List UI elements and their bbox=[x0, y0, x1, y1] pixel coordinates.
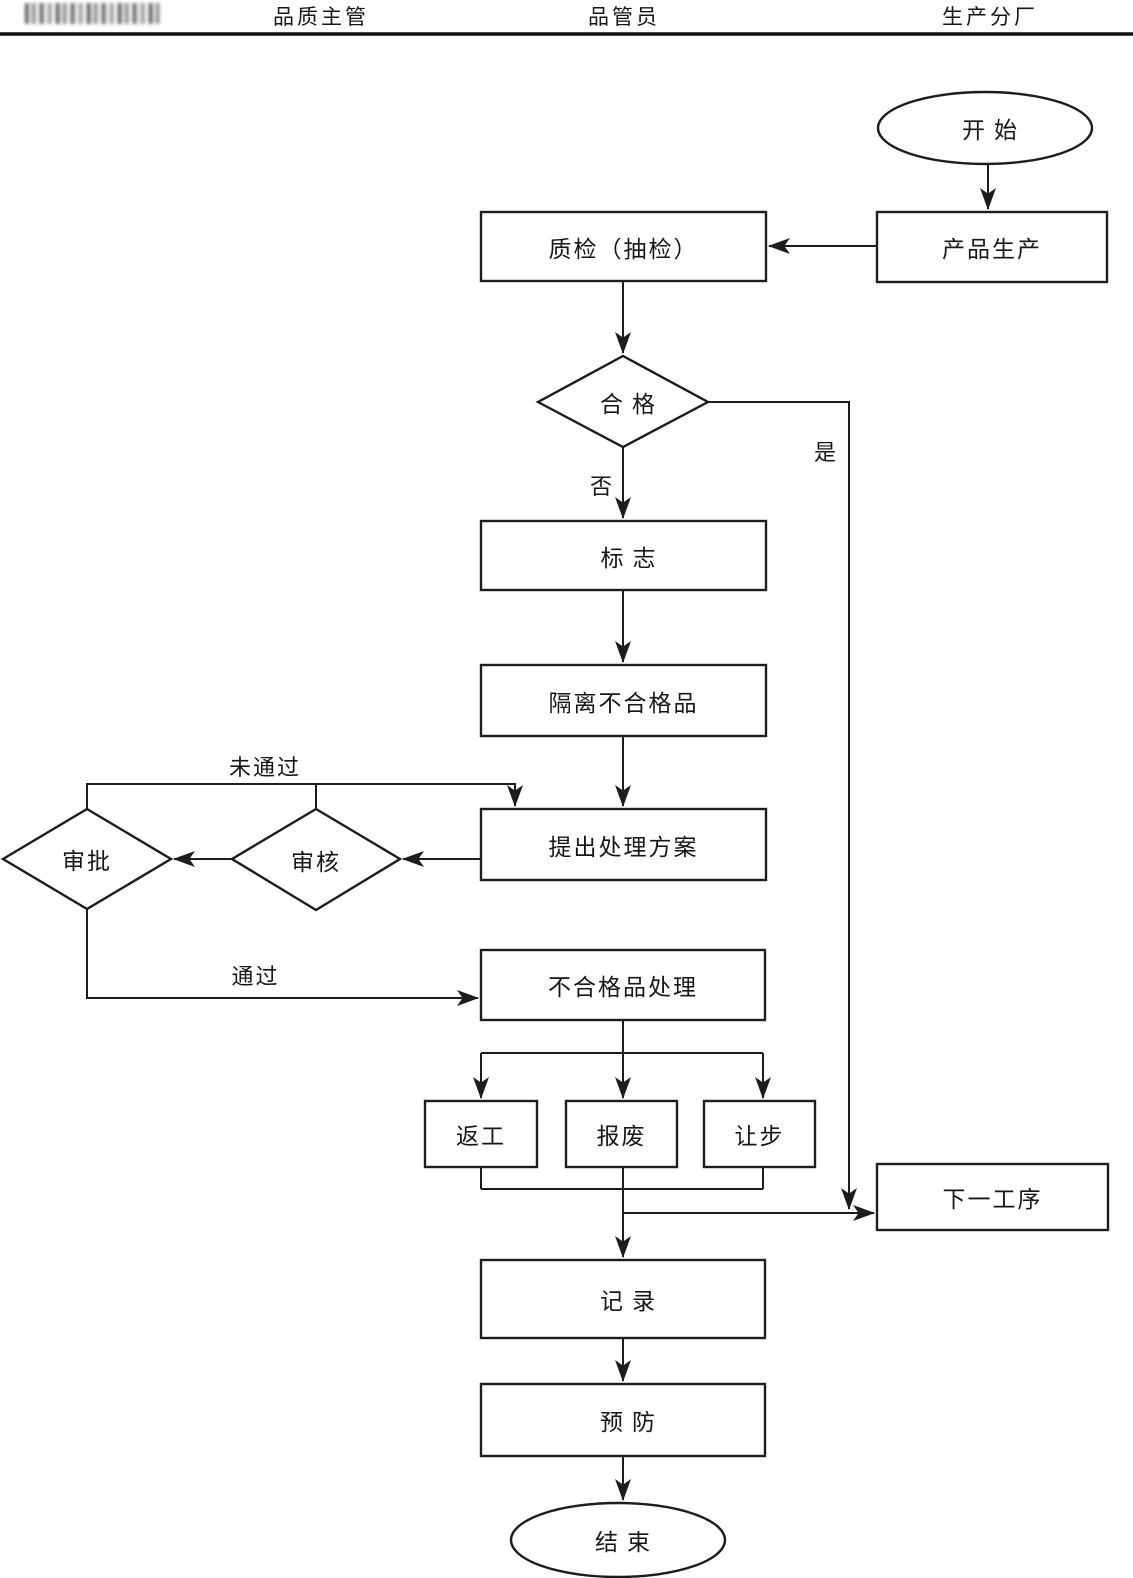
record-box bbox=[479, 1258, 767, 1340]
edge-qualified-yes-to-next-process bbox=[708, 401, 857, 1210]
product-production-label: 产品生产 bbox=[942, 237, 1042, 262]
rework-box bbox=[423, 1099, 539, 1169]
isolate-label: 隔离不合格品 bbox=[548, 690, 699, 716]
start-label: 开始 bbox=[962, 118, 1026, 143]
review-label: 审核 bbox=[291, 849, 341, 875]
column-header-quality-supervisor: 品质主管 bbox=[273, 5, 369, 29]
logo-blurred-mark bbox=[25, 3, 161, 24]
edge-label-no: 否 bbox=[589, 474, 614, 499]
edge-label-not-passed: 未通过 bbox=[228, 755, 301, 780]
handle-nonconforming-box bbox=[479, 948, 767, 1022]
qualified-diamond bbox=[535, 354, 711, 449]
start-ellipse bbox=[876, 90, 1094, 166]
handle-nonconforming-label: 不合格品处理 bbox=[548, 975, 698, 1000]
mark-box bbox=[479, 519, 768, 592]
concession-box bbox=[702, 1099, 817, 1169]
end-ellipse bbox=[509, 1501, 727, 1578]
record-label: 记录 bbox=[600, 1289, 664, 1314]
approve-diamond bbox=[0, 807, 174, 911]
prevention-label: 预防 bbox=[600, 1410, 664, 1435]
concession-label: 让步 bbox=[734, 1124, 785, 1149]
quality-inspection-box bbox=[479, 210, 768, 283]
approve-label: 审批 bbox=[62, 849, 112, 874]
next-process-box bbox=[875, 1162, 1110, 1232]
prevention-box bbox=[479, 1382, 767, 1458]
edge-not-passed-return bbox=[86, 783, 523, 809]
mark-label: 标志 bbox=[600, 545, 665, 571]
qualified-label: 合格 bbox=[600, 391, 664, 417]
scrap-label: 报废 bbox=[596, 1124, 647, 1149]
end-label: 结束 bbox=[595, 1530, 659, 1555]
review-diamond bbox=[229, 807, 403, 912]
quality-inspection-label: 质检（抽检） bbox=[548, 236, 699, 262]
isolate-box bbox=[479, 663, 768, 738]
propose-plan-box bbox=[479, 807, 768, 882]
edge-label-passed: 通过 bbox=[231, 964, 280, 989]
column-header-production-branch: 生产分厂 bbox=[942, 5, 1038, 29]
rework-label: 返工 bbox=[456, 1124, 506, 1149]
edge-label-yes: 是 bbox=[813, 440, 838, 465]
product-production-box bbox=[875, 210, 1109, 284]
scrap-box bbox=[564, 1099, 679, 1169]
next-process-label: 下一工序 bbox=[942, 1187, 1043, 1212]
edge-passed-to-handling bbox=[86, 909, 479, 1006]
column-header-quality-inspector: 品管员 bbox=[588, 5, 660, 29]
propose-plan-label: 提出处理方案 bbox=[548, 834, 699, 860]
